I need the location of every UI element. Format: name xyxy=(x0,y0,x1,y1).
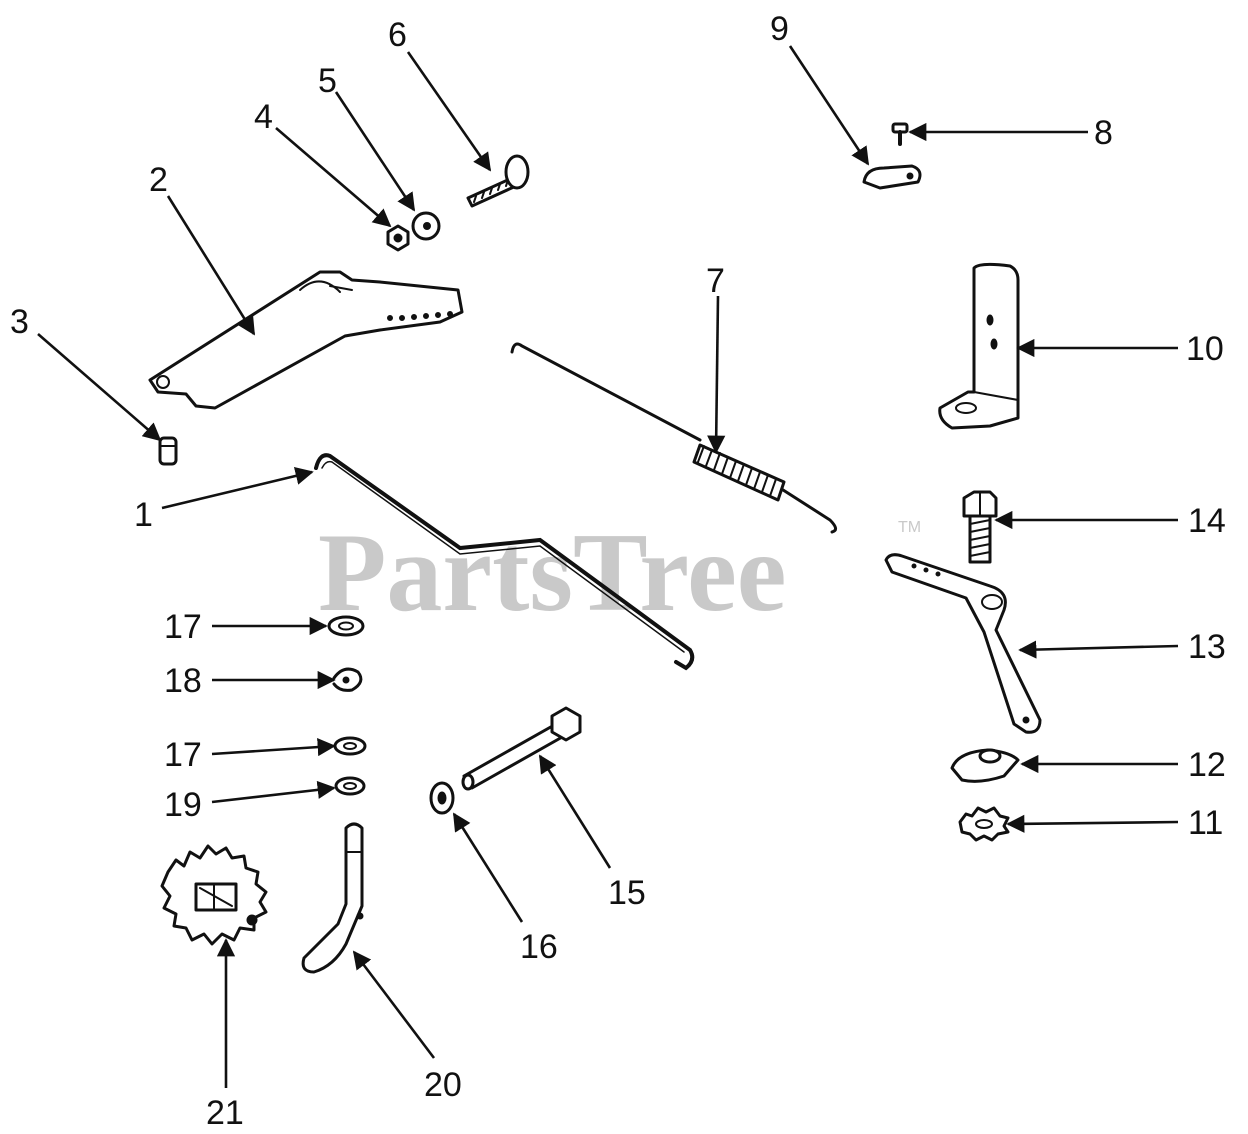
callout-17a: 17 xyxy=(164,608,202,646)
callout-17b: 17 xyxy=(164,736,202,774)
part-18-clip xyxy=(332,667,363,692)
callout-11: 11 xyxy=(1188,804,1223,842)
leader-1 xyxy=(161,466,314,510)
callout-14: 14 xyxy=(1188,502,1226,540)
part-20-arm xyxy=(301,822,364,974)
leader-16 xyxy=(452,812,524,923)
callout-16: 16 xyxy=(520,928,558,966)
leader-13 xyxy=(1018,640,1179,659)
leader-15 xyxy=(538,754,612,869)
callout-12: 12 xyxy=(1188,746,1226,784)
callout-3: 3 xyxy=(10,303,29,341)
part-15-shaft xyxy=(461,706,582,791)
leader-17b xyxy=(211,737,336,757)
part-11-star-washer xyxy=(958,806,1010,842)
leader-11 xyxy=(1006,814,1179,833)
part-7-spring-rod xyxy=(510,342,837,534)
leader-20 xyxy=(352,950,436,1059)
watermark-trademark: TM xyxy=(898,519,921,536)
part-10-l-bracket xyxy=(938,262,1020,430)
callout-9: 9 xyxy=(770,10,789,48)
part-1-rod xyxy=(314,453,695,671)
part-8-screw xyxy=(891,122,909,146)
callout-21: 21 xyxy=(206,1094,244,1132)
leader-19 xyxy=(211,780,336,804)
leader-4 xyxy=(275,127,392,228)
part-13-lever xyxy=(884,553,1042,734)
part-17-washer-a xyxy=(327,615,365,637)
part-14-hex-bolt xyxy=(962,490,998,564)
part-21-gear xyxy=(160,844,268,946)
callout-15: 15 xyxy=(608,874,646,912)
leader-2 xyxy=(166,195,256,336)
part-2-bracket xyxy=(148,270,464,410)
callout-20: 20 xyxy=(424,1066,462,1104)
watermark-logo: PartsTree xyxy=(318,511,787,635)
callout-1: 1 xyxy=(134,496,153,534)
callout-6: 6 xyxy=(388,16,407,54)
part-4-nut xyxy=(386,224,410,252)
part-9-clamp xyxy=(862,164,922,190)
part-5-washer xyxy=(411,211,441,241)
leader-3 xyxy=(37,333,162,442)
part-6-bolt xyxy=(466,154,530,208)
leader-9 xyxy=(788,45,870,166)
callout-18: 18 xyxy=(164,662,202,700)
callout-19: 19 xyxy=(164,786,202,824)
part-12-cam xyxy=(950,748,1020,783)
callout-2: 2 xyxy=(149,161,168,199)
callout-7: 7 xyxy=(706,262,725,300)
part-16-bushing xyxy=(429,781,455,815)
leader-5 xyxy=(334,91,416,212)
leader-7 xyxy=(707,295,726,454)
part-3-pin xyxy=(158,436,178,466)
callout-5: 5 xyxy=(318,62,337,100)
part-19-washer xyxy=(334,776,366,796)
callout-8: 8 xyxy=(1094,114,1113,152)
part-17-washer-b xyxy=(333,736,367,756)
leader-6 xyxy=(406,51,492,172)
callout-10: 10 xyxy=(1186,330,1224,368)
callout-13: 13 xyxy=(1188,628,1226,666)
callout-4: 4 xyxy=(254,98,273,136)
